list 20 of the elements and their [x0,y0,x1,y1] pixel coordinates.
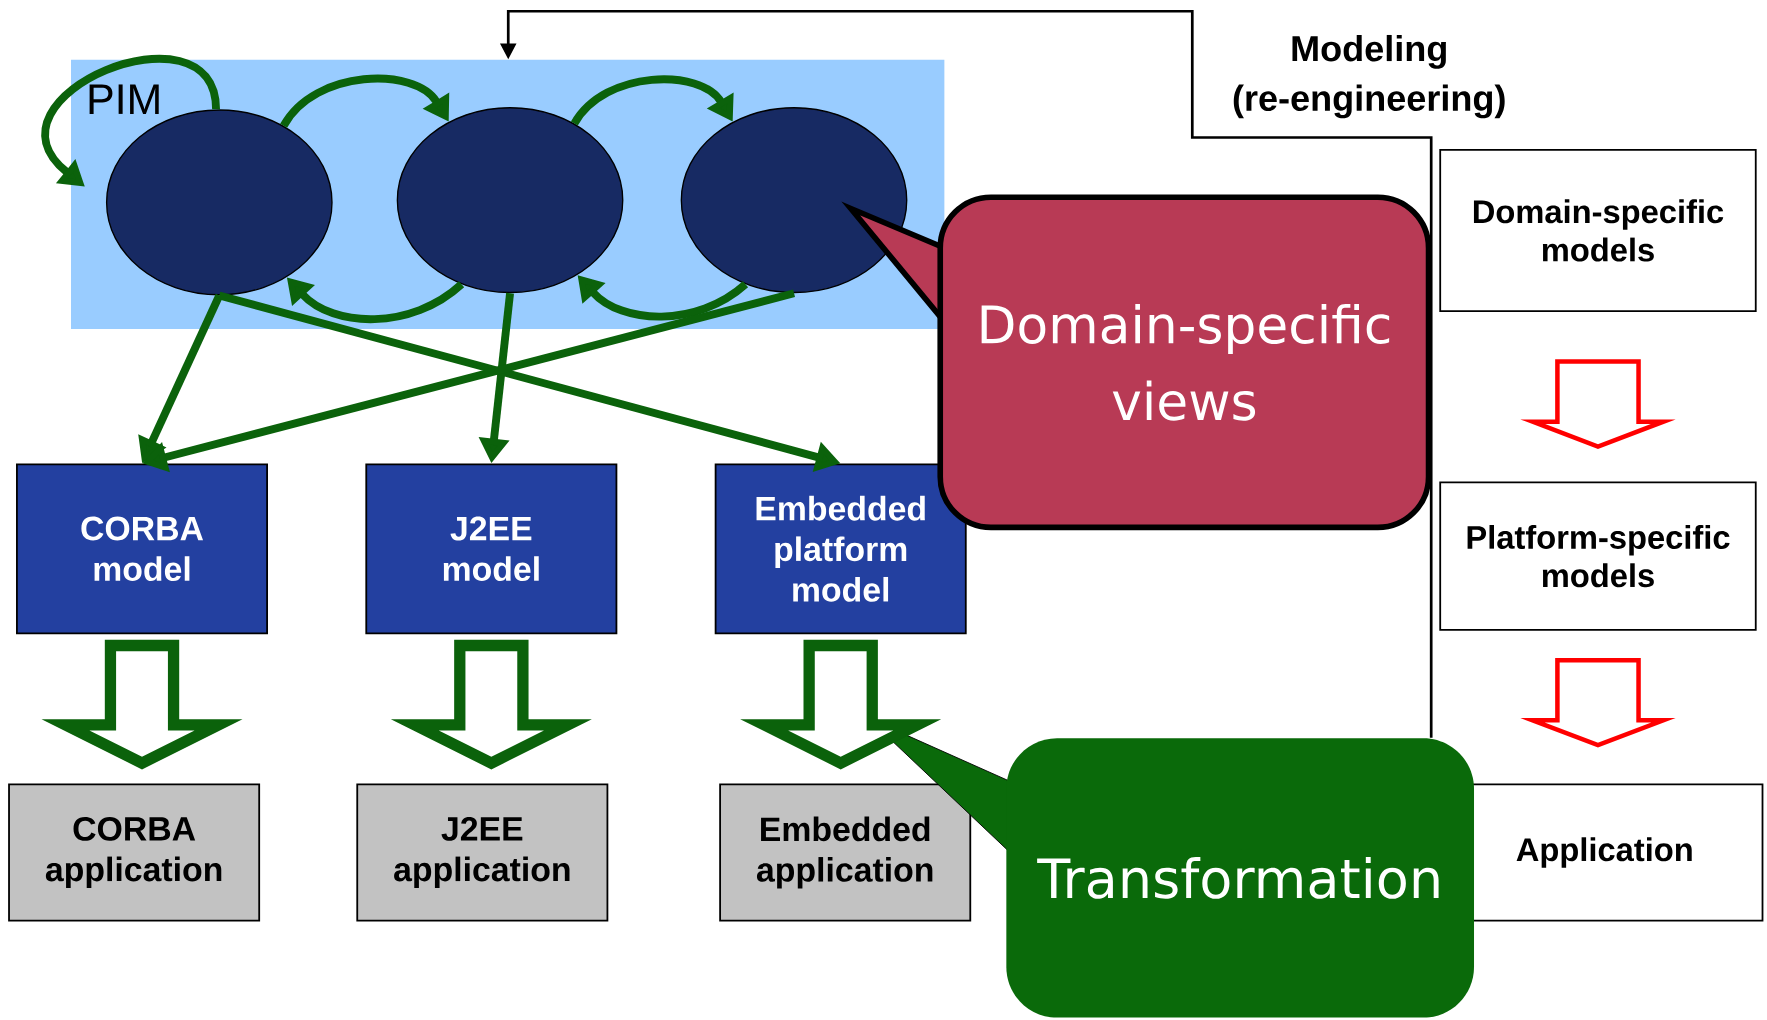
edge-label: Modeling (re-engineering) [1233,35,1505,119]
model-box: CORBA model [16,463,268,635]
application-box: Embedded application [719,783,972,922]
model-box: Embedded platform model [714,463,967,635]
model-box: J2EE model [365,463,618,635]
block-arrow [1520,657,1676,748]
block-arrow [1520,359,1676,449]
application-box: CORBA application [8,783,261,922]
process-box: Platform-specific models [1439,481,1757,631]
process-box: Application [1446,783,1764,922]
application-box: J2EE application [356,783,609,922]
curved-arrow [571,75,734,126]
model-ellipse [396,107,624,294]
block-arrow [740,639,942,770]
block-arrow [41,639,243,770]
process-box: Domain-specific models [1439,149,1757,312]
curved-arrow [41,55,220,187]
block-arrow [390,639,592,770]
curved-arrow [280,74,450,129]
model-ellipse [680,107,908,294]
